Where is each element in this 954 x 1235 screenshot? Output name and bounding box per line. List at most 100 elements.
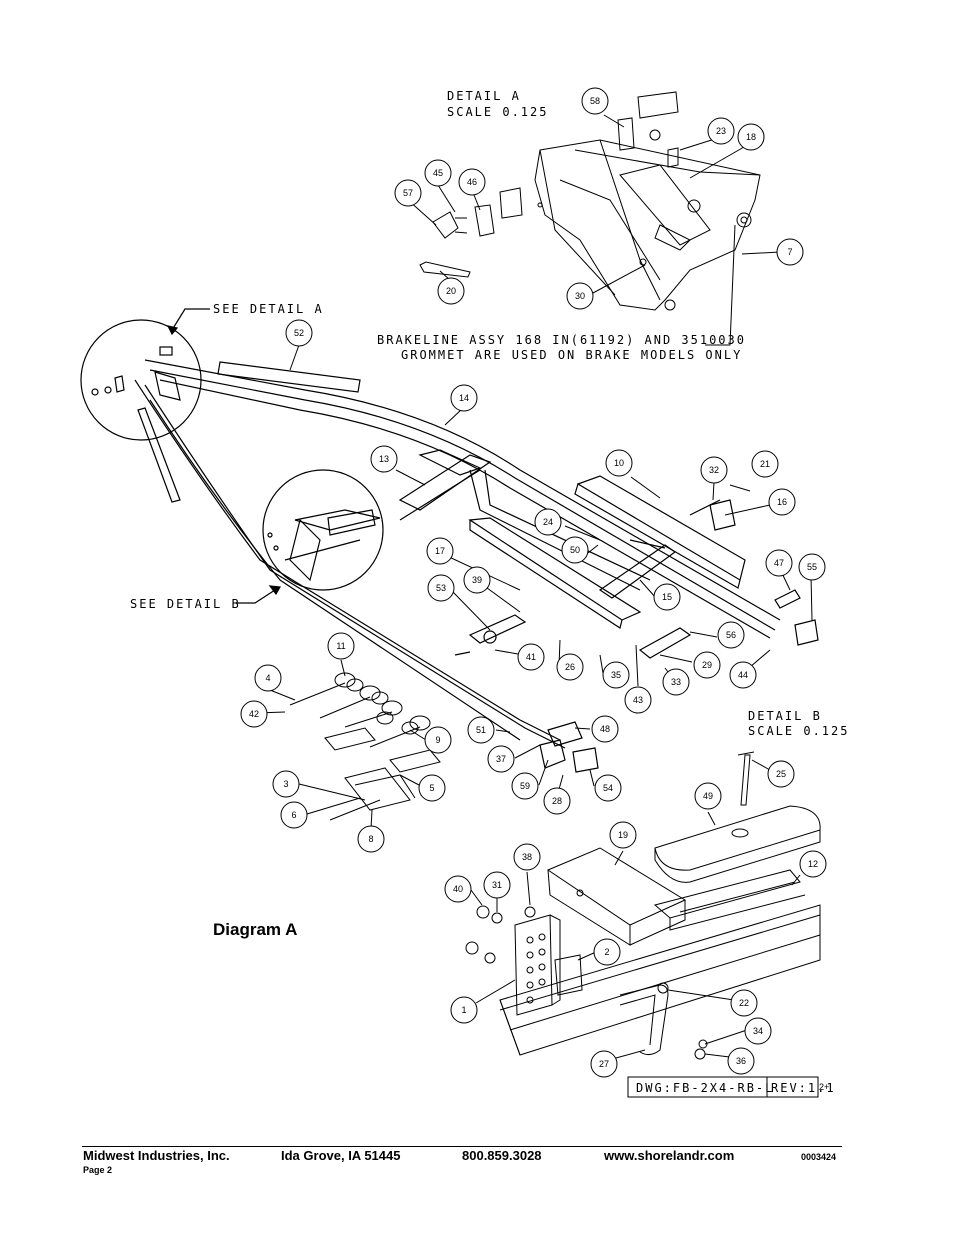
callout-number: 50 xyxy=(570,545,580,555)
detail-b-group: DETAIL B SCALE 0.125 xyxy=(465,709,849,1060)
callout-number: 8 xyxy=(368,834,373,844)
bunk-10 xyxy=(576,475,746,581)
callout-bubble xyxy=(653,583,681,611)
callout-bubble xyxy=(744,1017,772,1045)
callout-number: 48 xyxy=(600,724,610,734)
callout-bubble xyxy=(483,871,511,899)
callout-bubble xyxy=(776,238,804,266)
callout-number: 59 xyxy=(520,781,530,791)
callout-bubble xyxy=(487,745,515,773)
callout-number: 13 xyxy=(379,454,389,464)
callout-bubble xyxy=(707,117,735,145)
callout-bubble xyxy=(285,319,313,347)
brakeline-note-line1: BRAKELINE ASSY 168 IN(61192) AND 3510030 xyxy=(377,333,746,347)
callout-number: 30 xyxy=(575,291,585,301)
callout-bubble xyxy=(768,488,796,516)
callout-number: 39 xyxy=(472,575,482,585)
callout-bubble xyxy=(694,782,722,810)
detail-b-scale: SCALE 0.125 xyxy=(748,724,849,738)
callout-number: 2 xyxy=(604,947,609,957)
callout-bubble xyxy=(272,770,300,798)
part-52-strip xyxy=(217,361,361,393)
detail-a-title: DETAIL A xyxy=(447,89,521,103)
callout-number: 36 xyxy=(736,1056,746,1066)
callout-bubble xyxy=(581,87,609,115)
callout-number: 12 xyxy=(808,859,818,869)
callout-number: 1 xyxy=(461,1005,466,1015)
callout-number: 40 xyxy=(453,884,463,894)
callout-number: 19 xyxy=(618,830,628,840)
callout-bubble xyxy=(444,875,472,903)
callout-number: 25 xyxy=(776,769,786,779)
part-20-bolt xyxy=(419,261,471,278)
callout-number: 3 xyxy=(283,779,288,789)
footer-phone: 800.859.3028 xyxy=(462,1148,542,1163)
footer-company: Midwest Industries, Inc. xyxy=(83,1148,230,1163)
callout-number: 57 xyxy=(403,188,413,198)
callout-bubble xyxy=(730,989,758,1017)
callout-bubble xyxy=(370,445,398,473)
callout-bubble xyxy=(729,661,757,689)
roller-assembly xyxy=(289,672,441,821)
callout-bubble xyxy=(602,661,630,689)
callout-bubble xyxy=(463,566,491,594)
detail-a-callout-circle xyxy=(80,319,202,441)
callout-number: 56 xyxy=(726,630,736,640)
callout-number: 20 xyxy=(446,286,456,296)
callout-number: 9 xyxy=(435,735,440,745)
callout-bubble xyxy=(240,700,268,728)
callout-number: 31 xyxy=(492,880,502,890)
callout-bubble xyxy=(594,774,622,802)
revision-suffix: 2+ xyxy=(819,1082,829,1092)
callout-number: 28 xyxy=(552,796,562,806)
see-detail-a-label: SEE DETAIL A xyxy=(213,302,324,316)
callout-number: 35 xyxy=(611,670,621,680)
callout-bubble xyxy=(624,686,652,714)
coupler-latch-plate xyxy=(619,164,711,246)
callout-bubble xyxy=(280,801,308,829)
callout-number: 49 xyxy=(703,791,713,801)
callout-number: 52 xyxy=(294,328,304,338)
callout-number: 44 xyxy=(738,670,748,680)
callout-number: 32 xyxy=(709,465,719,475)
callout-bubble xyxy=(450,384,478,412)
callout-number: 29 xyxy=(702,660,712,670)
main-leaders xyxy=(255,344,813,1060)
brakeline-note-line2: GROMMET ARE USED ON BRAKE MODELS ONLY xyxy=(401,348,742,362)
callout-bubble xyxy=(513,843,541,871)
callout-number: 17 xyxy=(435,546,445,556)
callout-number: 33 xyxy=(671,677,681,687)
callout-bubble xyxy=(426,537,454,565)
callout-bubble xyxy=(424,159,452,187)
callout-bubble xyxy=(357,825,385,853)
footer-divider xyxy=(82,1146,842,1147)
callout-bubble xyxy=(590,1050,618,1078)
footer-page: Page 2 xyxy=(83,1165,113,1175)
callout-number: 7 xyxy=(787,247,792,257)
callout-number: 26 xyxy=(565,662,575,672)
callout-bubble xyxy=(543,787,571,815)
callout-number: 54 xyxy=(603,783,613,793)
callout-bubble xyxy=(737,123,765,151)
callout-number: 45 xyxy=(433,168,443,178)
callout-bubble xyxy=(427,574,455,602)
callout-number: 38 xyxy=(522,852,532,862)
callout-number: 10 xyxy=(614,458,624,468)
detail-b-title: DETAIL B xyxy=(748,709,822,723)
detail-b-rail xyxy=(499,904,821,1056)
callout-bubble xyxy=(609,821,637,849)
callout-bubble xyxy=(534,508,562,536)
detail-a-scale: SCALE 0.125 xyxy=(447,105,548,119)
callout-bubble xyxy=(767,760,795,788)
callout-bubble xyxy=(799,850,827,878)
callout-number: 47 xyxy=(774,558,784,568)
detail-a-leaders xyxy=(407,114,781,346)
callout-number: 11 xyxy=(336,641,345,651)
callout-bubble xyxy=(605,449,633,477)
part-57-knob xyxy=(432,211,459,239)
callout-bubble xyxy=(593,938,621,966)
callout-number: 41 xyxy=(526,652,536,662)
callout-number: 42 xyxy=(249,709,259,719)
callout-number: 4 xyxy=(265,673,270,683)
